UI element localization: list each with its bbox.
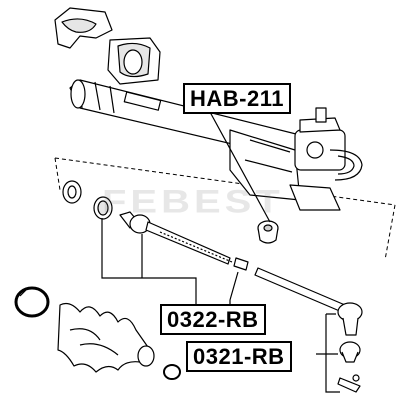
rack-bushing-part: [257, 220, 279, 244]
outer-tie-rod-end: [254, 267, 363, 393]
assembly-outline: [54, 157, 396, 261]
seal-ring: [62, 180, 82, 204]
dust-boot: [57, 302, 155, 373]
inner-tie-rod-seal: [93, 196, 113, 220]
small-clamp: [163, 364, 181, 380]
rack-housing: [69, 79, 301, 201]
part-number-label-0322: 0322-RB: [160, 304, 266, 335]
boot-clamp: [14, 286, 50, 318]
mounting-bushing: [107, 37, 161, 85]
part-number-label-hab: HAB-211: [183, 83, 291, 114]
pinion-valve: [289, 107, 363, 211]
part-number-label-0321: 0321-RB: [186, 341, 292, 372]
mounting-bracket: [54, 7, 113, 49]
inner-tie-rod-part: [119, 211, 249, 271]
